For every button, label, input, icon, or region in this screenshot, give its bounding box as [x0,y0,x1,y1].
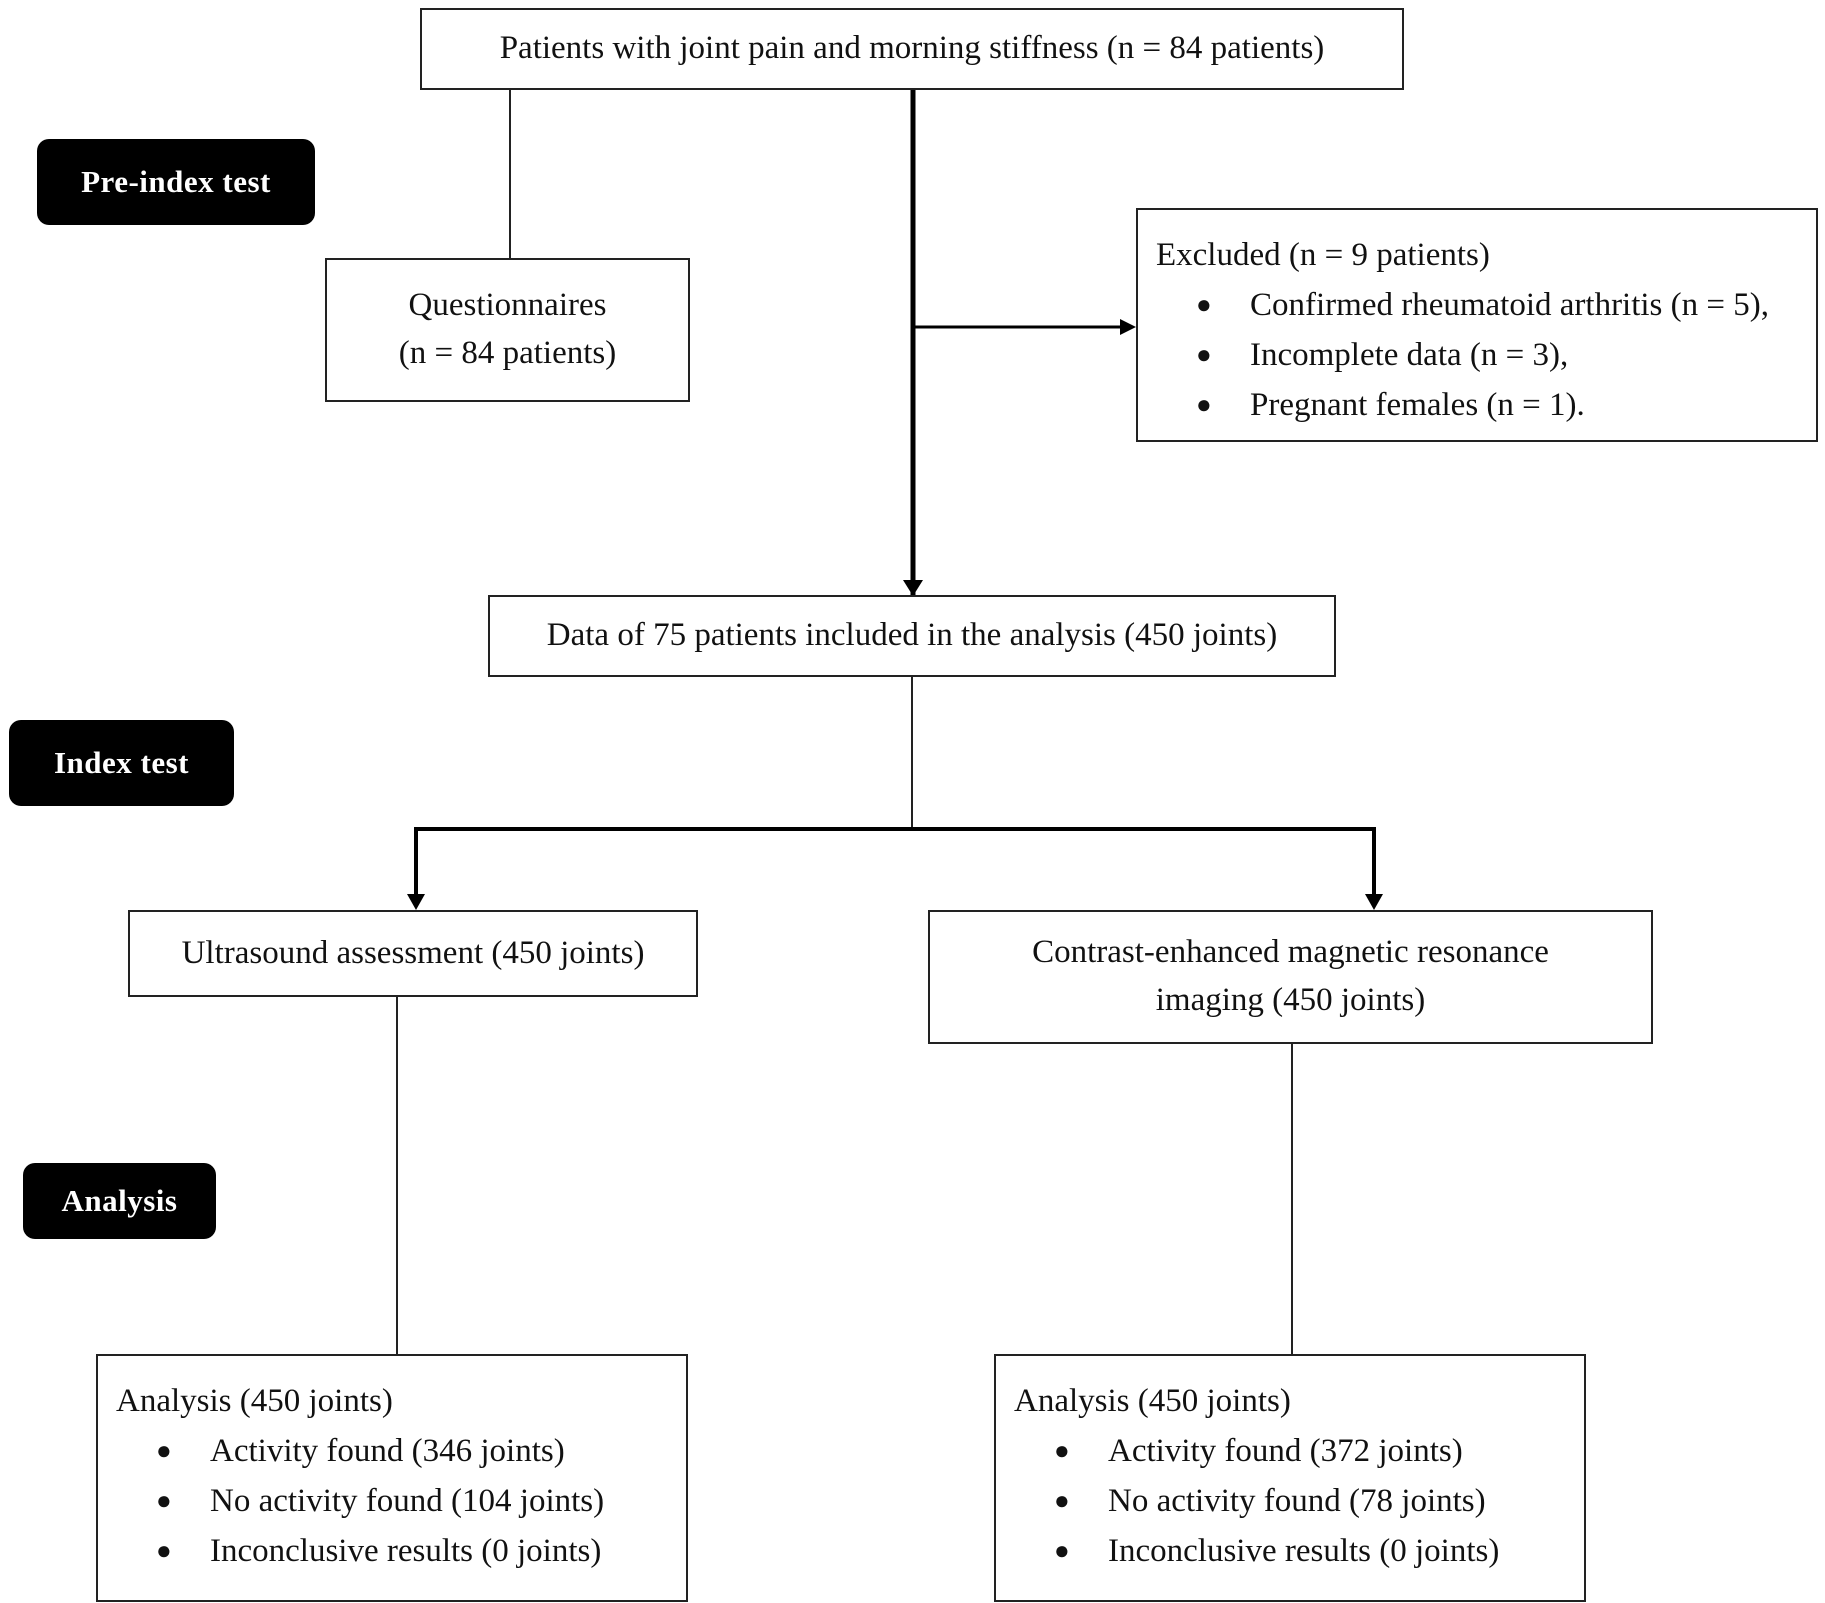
mri-node-line2: imaging (450 joints) [1155,982,1426,1018]
questionnaires-node: Questionnaires (n = 84 patients) [325,258,690,402]
bullet-icon: ● [1054,1536,1070,1565]
split-left-arrowhead [407,894,425,910]
us-analysis-item-text: No activity found (104 joints) [210,1483,605,1519]
excluded-item-text: Pregnant females (n = 1). [1250,387,1585,423]
list-item: ● Incomplete data (n = 3), [1156,330,1816,380]
list-item: ● Inconclusive results (0 joints) [116,1526,686,1576]
mri-analysis-list: ● Activity found (372 joints) ● No activit… [1014,1426,1584,1576]
list-item: ● Activity found (346 joints) [116,1426,686,1476]
mri-analysis-title: Analysis (450 joints) [1014,1383,1291,1419]
us-analysis-item-text: Activity found (346 joints) [210,1433,565,1469]
stage-pre-index-label: Pre-index test [81,164,271,199]
mri-node: Contrast-enhanced magnetic resonance ima… [928,910,1653,1044]
list-item: ● No activity found (78 joints) [1014,1476,1584,1526]
list-item: ● No activity found (104 joints) [116,1476,686,1526]
excluded-item-text: Incomplete data (n = 3), [1250,337,1569,373]
list-item: ● Confirmed rheumatoid arthritis (n = 5), [1156,280,1816,330]
bullet-icon: ● [1196,390,1212,419]
bullet-icon: ● [1196,290,1212,319]
main-trunk-arrowhead [903,580,923,596]
ultrasound-analysis-list: ● Activity found (346 joints) ● No activit… [116,1426,686,1576]
us-analysis-item-text: Inconclusive results (0 joints) [210,1533,602,1569]
mri-analysis-item-text: No activity found (78 joints) [1108,1483,1486,1519]
ultrasound-analysis-title: Analysis (450 joints) [116,1383,393,1419]
ultrasound-node-text: Ultrasound assessment (450 joints) [181,934,645,971]
bullet-icon: ● [156,1436,172,1465]
start-node-text: Patients with joint pain and morning sti… [499,30,1325,67]
mri-analysis-node: Analysis (450 joints) ● Activity found (3… [994,1354,1586,1602]
excluded-title: Excluded (n = 9 patients) [1156,237,1490,273]
excluded-item-text: Confirmed rheumatoid arthritis (n = 5), [1250,287,1769,323]
excluded-list: ● Confirmed rheumatoid arthritis (n = 5),… [1156,280,1816,430]
included-node: Data of 75 patients included in the anal… [488,595,1336,677]
stage-index-label: Index test [53,745,190,780]
mri-analysis-item-text: Activity found (372 joints) [1108,1433,1463,1469]
stage-analysis-label: Analysis [61,1183,178,1218]
ultrasound-analysis-node: Analysis (450 joints) ● Activity found (3… [96,1354,688,1602]
excluded-arrowhead [1120,319,1136,335]
bullet-icon: ● [1054,1436,1070,1465]
included-node-text: Data of 75 patients included in the anal… [546,617,1278,654]
questionnaires-title: Questionnaires [408,287,607,324]
questionnaires-count: (n = 84 patients) [398,335,617,371]
bullet-icon: ● [1196,340,1212,369]
stage-pre-index-test: Pre-index test [37,139,315,225]
ultrasound-node: Ultrasound assessment (450 joints) [128,910,698,997]
list-item: ● Inconclusive results (0 joints) [1014,1526,1584,1576]
list-item: ● Activity found (372 joints) [1014,1426,1584,1476]
mri-node-line1: Contrast-enhanced magnetic resonance [1032,934,1549,971]
stage-analysis: Analysis [23,1163,216,1239]
bullet-icon: ● [1054,1486,1070,1515]
stage-index-test: Index test [9,720,234,806]
bullet-icon: ● [156,1486,172,1515]
start-node: Patients with joint pain and morning sti… [420,8,1404,90]
split-right-arrowhead [1365,894,1383,910]
mri-analysis-item-text: Inconclusive results (0 joints) [1108,1533,1500,1569]
excluded-node: Excluded (n = 9 patients) ● Confirmed rhe… [1136,208,1818,442]
list-item: ● Pregnant females (n = 1). [1156,380,1816,430]
bullet-icon: ● [156,1536,172,1565]
